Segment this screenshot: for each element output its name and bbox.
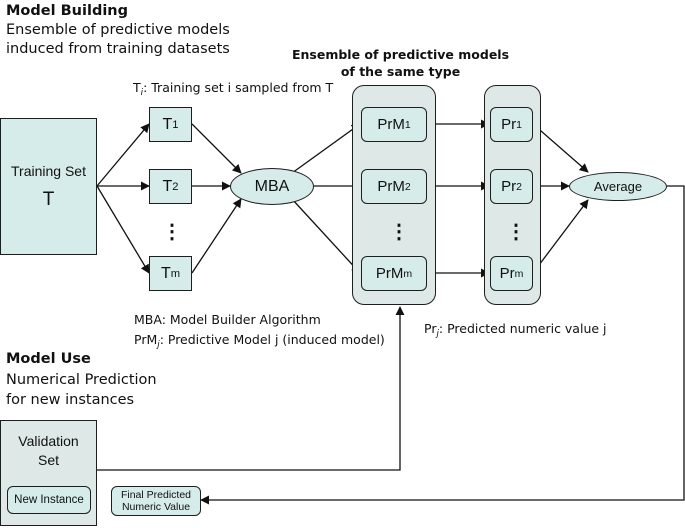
mba-node: MBA — [230, 168, 314, 205]
model-building-line1: Ensemble of predictive models — [6, 22, 230, 38]
new-instance-box: New Instance — [7, 486, 91, 514]
mba-note: MBA: Model Builder Algorithm — [134, 312, 321, 327]
validation-set-label-line1: Validation — [18, 433, 79, 449]
arrow-t1-mba — [191, 123, 242, 174]
model-building-title: Model Building — [6, 3, 128, 19]
arrow-average-to-final-output — [200, 185, 685, 505]
arrow-tm-mba — [191, 198, 242, 274]
validation-set-label-line2: Set — [37, 452, 59, 468]
training-set-label: Training Set — [11, 162, 86, 179]
training-set-box: Training Set T — [0, 118, 97, 255]
arrow-mba-prm1 — [291, 123, 361, 174]
training-subset-ellipsis: ⋮ — [162, 221, 182, 243]
model-ellipsis: ⋮ — [389, 221, 409, 243]
arrow-trainingset-tm — [96, 185, 150, 274]
model-use-title: Model Use — [6, 351, 91, 367]
arrow-validation-to-models — [97, 306, 405, 471]
training-set-symbol: T — [42, 188, 55, 210]
model-use-line1: Numerical Prediction — [6, 372, 157, 388]
prmj-note: PrMj: Predictive Model j (induced model) — [134, 332, 385, 350]
prediction-ellipsis: ⋮ — [506, 221, 526, 243]
arrow-trainingset-t1 — [96, 123, 150, 187]
ensemble-title: Ensemble of predictive models of the sam… — [291, 47, 510, 79]
model-use-line2: for new instances — [6, 392, 135, 408]
final-predicted-value-box: Final Predicted Numeric Value — [111, 486, 201, 516]
model-building-line2: induced from training datasets — [6, 41, 230, 57]
prj-note: Prj: Predicted numeric value j — [424, 321, 607, 339]
arrow-mba-prmm — [291, 198, 361, 274]
arrow-pr1-average — [532, 123, 589, 173]
training-subset-note: Ti: Training set i sampled from T — [133, 80, 334, 98]
average-node: Average — [569, 172, 667, 201]
arrow-prm-average — [532, 199, 589, 274]
